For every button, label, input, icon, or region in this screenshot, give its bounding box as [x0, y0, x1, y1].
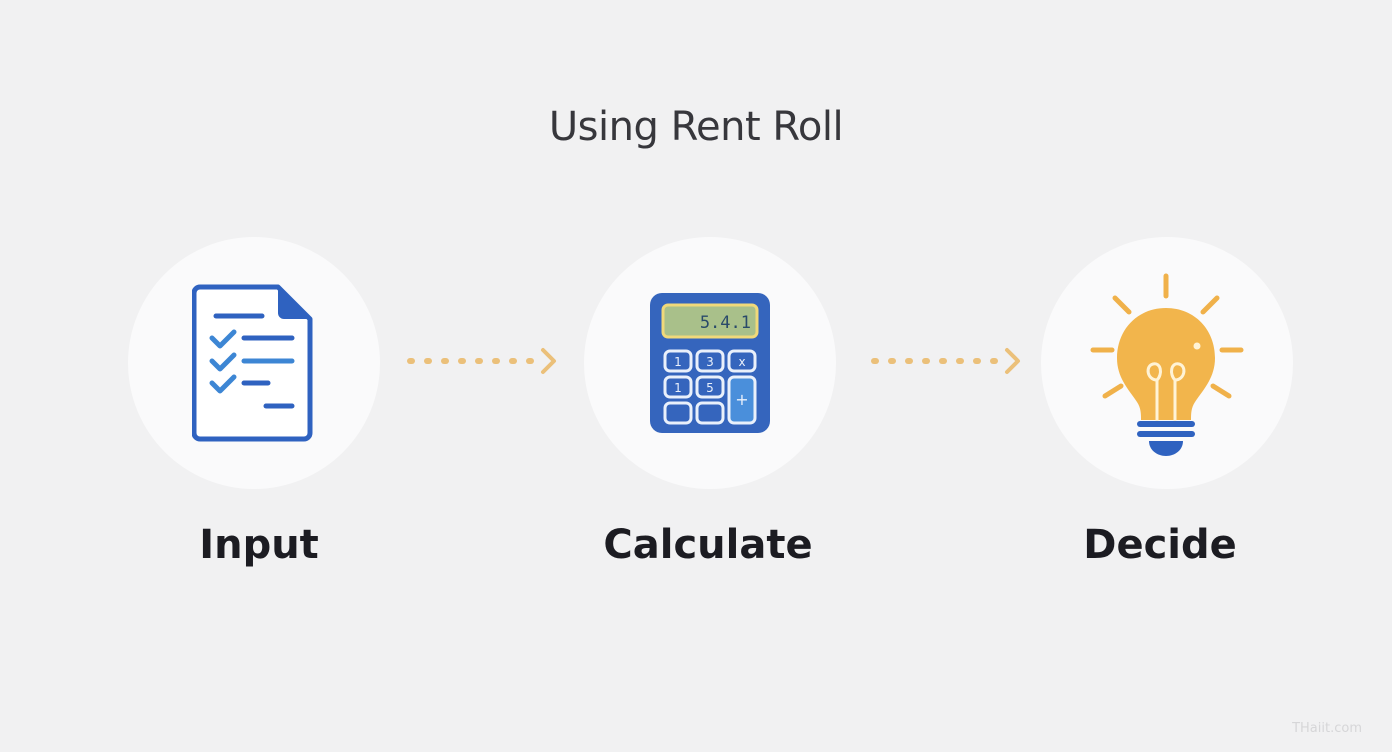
calc-key: 1 — [674, 381, 682, 395]
step-calculate-circle: 5.4.1 1 3 x 1 5 + — [584, 237, 836, 489]
dotted-arrow-icon — [871, 348, 1020, 374]
document-checklist-icon — [192, 284, 313, 442]
step-label-decide: Decide — [1083, 522, 1237, 568]
calc-key: x — [738, 355, 745, 369]
calc-key: 3 — [706, 355, 714, 369]
lightbulb-icon — [1090, 273, 1244, 456]
step-label-calculate: Calculate — [603, 522, 813, 568]
calculator-icon: 5.4.1 1 3 x 1 5 + — [650, 293, 770, 433]
calc-key: + — [735, 390, 748, 409]
page-title: Using Rent Roll — [548, 104, 844, 150]
step-input-circle — [128, 237, 380, 489]
dotted-arrow-icon — [407, 348, 556, 374]
calculator-display: 5.4.1 — [700, 313, 751, 333]
step-decide-circle — [1041, 237, 1293, 489]
step-label-input: Input — [199, 522, 319, 568]
watermark: THaiit.com — [1292, 721, 1362, 736]
calc-key: 1 — [674, 355, 682, 369]
calc-key: 5 — [706, 381, 714, 395]
